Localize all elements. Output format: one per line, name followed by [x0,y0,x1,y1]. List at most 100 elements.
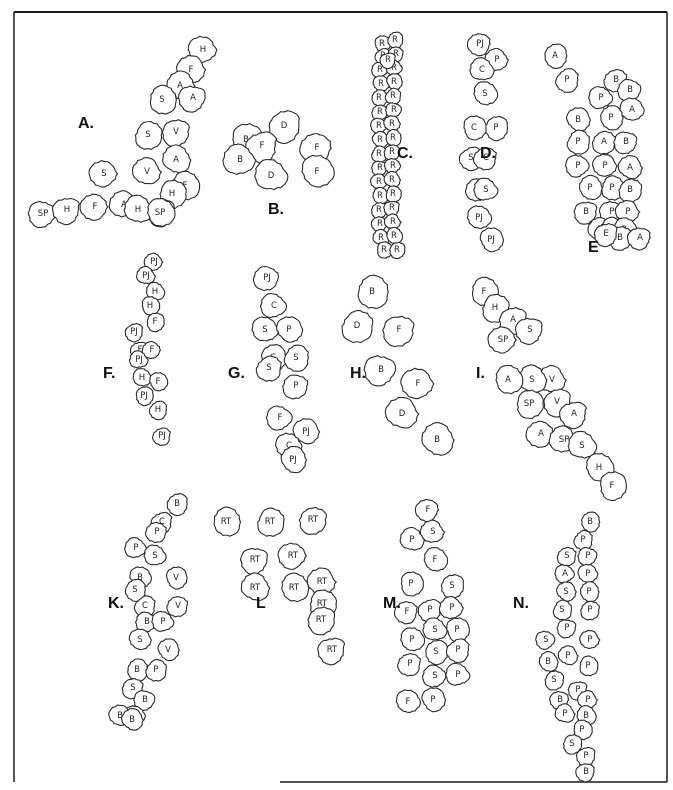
cell-label: H [64,205,70,215]
panel-e-cell-group: APBBPABPPABPPAPPBBPPBAPBEA [545,44,650,250]
cell: A [593,131,616,154]
cell: P [601,106,623,130]
cell-label: SP [155,208,166,218]
cell: A [496,365,523,393]
cell-label: R [390,217,396,227]
cell: P [574,530,592,550]
cell: B [128,659,148,681]
cell: H [149,401,166,420]
cell-label: R [377,163,383,173]
cell: R [386,186,401,202]
cell: S [474,82,498,105]
cell-label: S [543,635,548,645]
cell: F [383,316,414,346]
cell-label: R [390,91,396,101]
cell: P [146,522,167,542]
cell-label: B [583,207,589,217]
cell-label: P [494,55,499,65]
cell: V [158,639,179,661]
cell-label: F [405,607,410,617]
cell-label: PJ [263,273,271,283]
cell: P [555,704,575,722]
panel-k-label: K. [108,595,124,612]
panel-b-label: B. [268,201,284,218]
cell-label: B [557,695,563,705]
cell: RT [278,543,306,569]
cell-label: S [483,185,488,195]
cell: S [423,665,446,687]
cell-label: SP [524,399,535,409]
cell-label: V [144,167,150,177]
cell: F [415,499,438,521]
cell-groups: SPHFASSVASVAFHSPHFAHSPBDFFBDFRRRRRRRRRRR… [28,32,650,782]
cell: PJ [253,266,278,290]
cell-label: P [409,635,414,645]
cell-label: P [585,569,590,579]
cell: P [580,630,600,648]
cell-label: P [598,93,603,103]
cell-label: R [390,189,396,199]
cell-label: P [565,651,570,661]
cell-label: H [200,45,206,55]
cell: RT [241,548,268,574]
cell-label: P [575,685,580,695]
cell: V [167,567,188,589]
cell-label: P [562,709,567,719]
cell-label: V [173,573,179,583]
cell: P [566,155,590,177]
cell-label: P [455,645,460,655]
cell-label: P [602,161,607,171]
cell-label: RT [288,551,299,561]
cell: P [581,601,600,620]
cell-label: R [394,245,400,255]
cell: F [601,472,627,501]
cell-label: B [369,287,375,297]
cell: V [167,597,188,617]
cell-label: RT [250,555,261,565]
cell-label: R [385,55,391,65]
panel-a-cell-group: SPHFASSVASVAFHSPHFAHSP [28,36,217,227]
cell-label: B [174,499,180,509]
cell-label: H [135,205,141,215]
cell-label: F [150,345,155,355]
panel-g-label: G. [228,365,245,382]
cell-label: B [142,695,148,705]
cell-label: F [315,167,320,177]
cell-label: D [281,121,288,131]
panel-i-cell-group: FHASSPVSASPVAASPSHF [473,277,627,500]
cell: P [557,620,576,638]
cell: A [555,565,575,583]
cell-label: F [406,697,411,707]
cell: RT [258,508,284,536]
cell: P [446,663,470,685]
cell-label: S [433,647,438,657]
cell-label: R [390,133,396,143]
cell-label: P [408,579,413,589]
cell-label: P [430,695,435,705]
cell-label: H [596,463,602,473]
cell: B [358,275,388,308]
cell-label: P [609,207,614,217]
cell: F [150,373,168,391]
cell-label: S [579,441,584,451]
cell: RT [299,507,326,534]
cell-label: S [563,587,568,597]
cell: P [398,654,421,676]
cell-label: P [449,603,454,613]
cell-label: S [130,683,135,693]
cell-label: P [455,670,460,680]
cell: A [620,98,644,120]
cell-label: H [139,373,145,383]
cell: PJ [136,387,153,406]
cell-label: F [93,202,98,212]
cell-label: F [433,555,438,565]
cell-label: H [169,189,175,199]
cell-label: P [407,659,412,669]
cell: A [618,156,642,179]
cell-label: P [154,527,159,537]
cell: S [423,618,447,640]
cell-label: V [165,645,171,655]
cell: P [283,375,308,399]
